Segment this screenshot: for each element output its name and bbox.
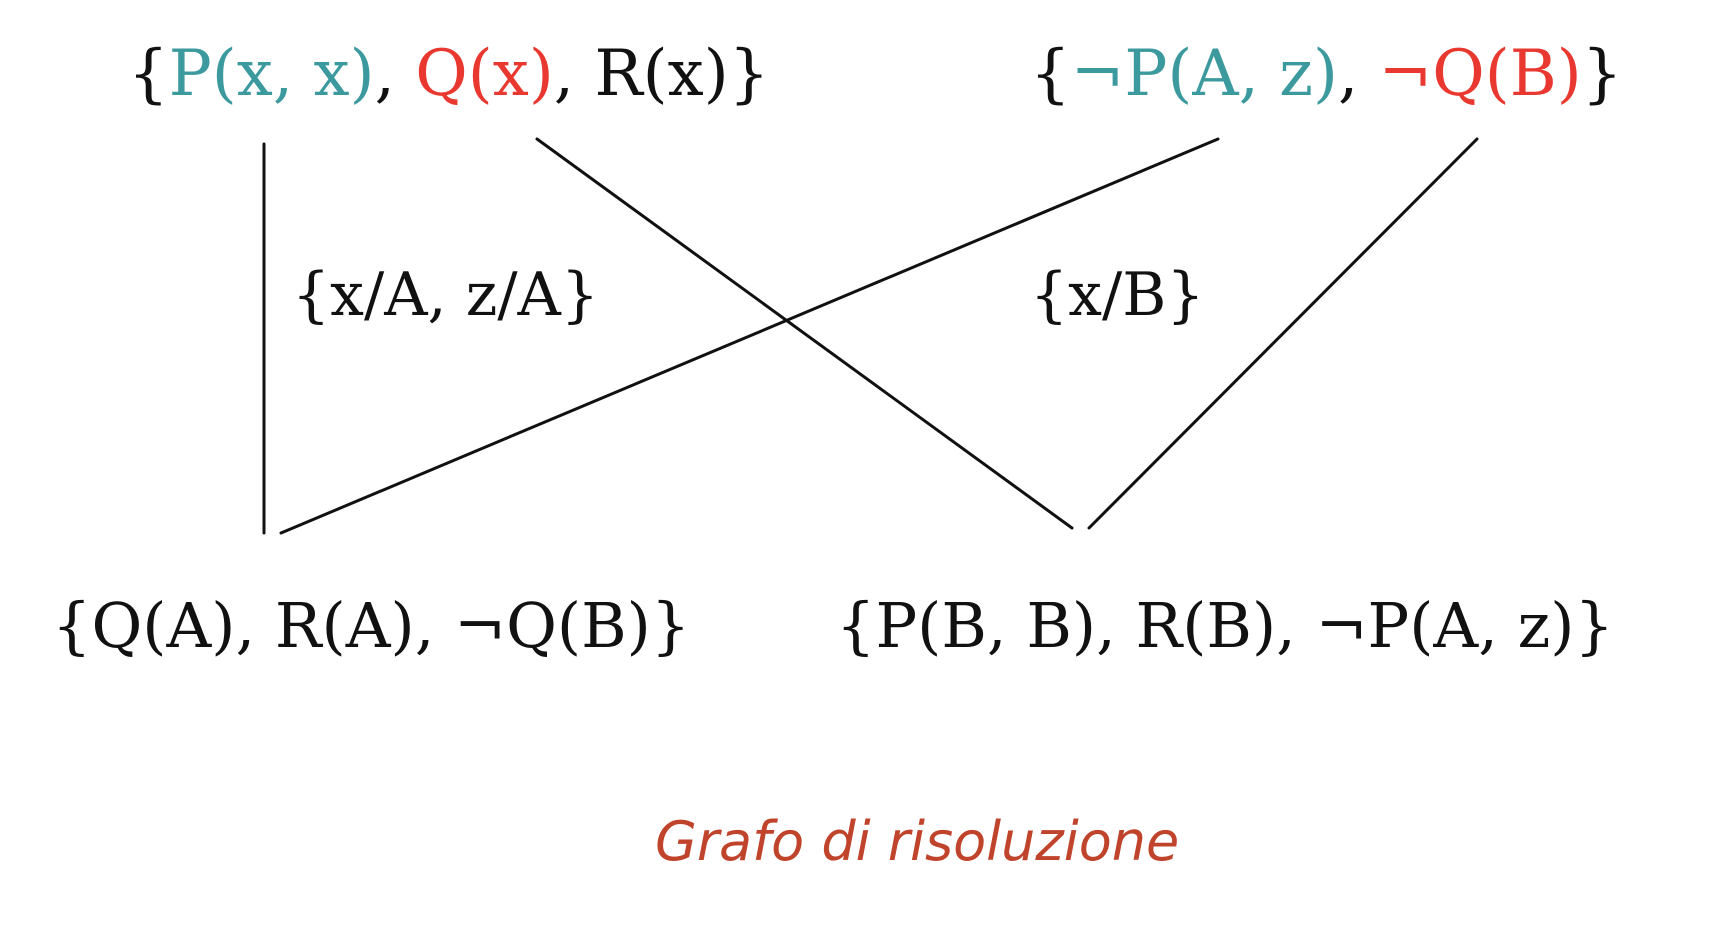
literal-q-x: Q(x)	[415, 37, 554, 111]
literal-not-p-a-z: ¬P(A, z)	[1070, 37, 1338, 111]
clause-top-left: {P(x, x), Q(x), R(x)}	[128, 42, 769, 106]
clause-open-brace: {	[1030, 37, 1071, 111]
literal-separator: ,	[553, 37, 595, 111]
edge-q-to-bottom-right	[535, 137, 1074, 530]
literal-not-q-b: ¬Q(B)	[454, 589, 651, 662]
clause-bottom-right: {P(B, B), R(B), ¬P(A, z)}	[836, 595, 1614, 657]
literal-p-b-b: P(B, B)	[875, 589, 1097, 662]
clause-close-brace: }	[728, 37, 770, 111]
substitution-left: {x/A, z/A}	[292, 260, 600, 330]
literal-r-x: R(x)	[594, 37, 729, 111]
edge-notq-to-bottom-right	[1087, 137, 1479, 530]
literal-not-q-b: ¬Q(B)	[1378, 37, 1582, 111]
literal-separator: ,	[1337, 37, 1379, 111]
clause-open-brace: {	[52, 589, 92, 662]
literal-separator: ,	[414, 589, 455, 662]
clause-bottom-left: {Q(A), R(A), ¬Q(B)}	[52, 595, 690, 657]
literal-r-b: R(B)	[1135, 589, 1277, 662]
edge-notp-to-bottom-left	[279, 137, 1220, 535]
clause-close-brace: }	[650, 589, 691, 662]
diagram-caption: Grafo di risoluzione	[655, 810, 1180, 873]
clause-open-brace: {	[836, 589, 876, 662]
literal-not-p-a-z: ¬P(A, z)	[1315, 589, 1575, 662]
clause-close-brace: }	[1581, 37, 1623, 111]
literal-separator: ,	[1096, 589, 1136, 662]
clause-close-brace: }	[1574, 589, 1614, 662]
literal-r-a: R(A)	[274, 589, 415, 662]
literal-separator: ,	[374, 37, 416, 111]
literal-q-a: Q(A)	[91, 589, 236, 662]
clause-top-right: {¬P(A, z), ¬Q(B)}	[1030, 42, 1622, 106]
clause-open-brace: {	[128, 37, 169, 111]
literal-p-x-x: P(x, x)	[168, 37, 375, 111]
literal-separator: ,	[1276, 589, 1316, 662]
substitution-right: {x/B}	[1030, 260, 1205, 330]
literal-separator: ,	[235, 589, 275, 662]
